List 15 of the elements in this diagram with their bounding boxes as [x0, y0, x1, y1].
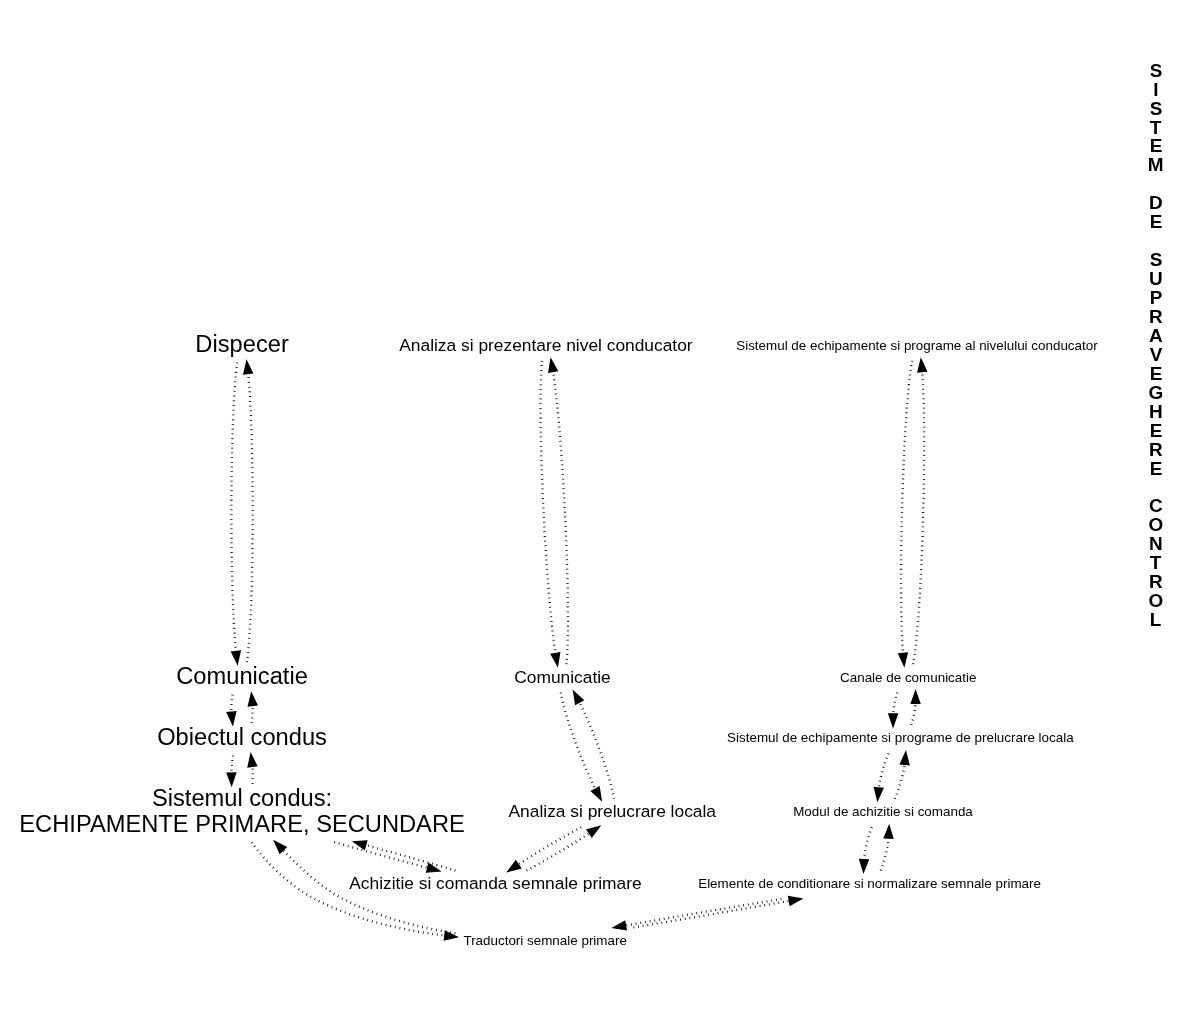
node-text: Sistemul condus: ECHIPAMENTE PRIMARE, SECUNDARE	[19, 784, 465, 837]
node-text: Elemente de conditionare si normalizare semnale primare	[698, 876, 1041, 892]
node-text: Analiza si prelucrare locala	[508, 801, 716, 822]
node-text: Sistemul de echipamente si programe de prelucrare locala	[727, 730, 1074, 746]
node-text: Obiectul condus	[157, 724, 327, 751]
node-text: Dispecer	[195, 331, 289, 358]
node-text: Analiza si prezentare nivel conducator	[399, 334, 693, 355]
node-text: Sistemul de echipamente si programe al nivelului conducator	[736, 337, 1098, 353]
node-text: Comunicatie	[176, 663, 308, 690]
node-text: Modul de achizitie si comanda	[793, 804, 973, 820]
label: SISTEM DE SUPRAVEGHERE CONTROL	[1147, 59, 1164, 631]
node-text: Traductori semnale primare	[463, 932, 627, 948]
node-text: Comunicatie	[514, 666, 611, 687]
node-text: Achizitie si comanda semnale primare	[349, 873, 642, 894]
node-text: Canale de comunicatie	[840, 669, 977, 685]
